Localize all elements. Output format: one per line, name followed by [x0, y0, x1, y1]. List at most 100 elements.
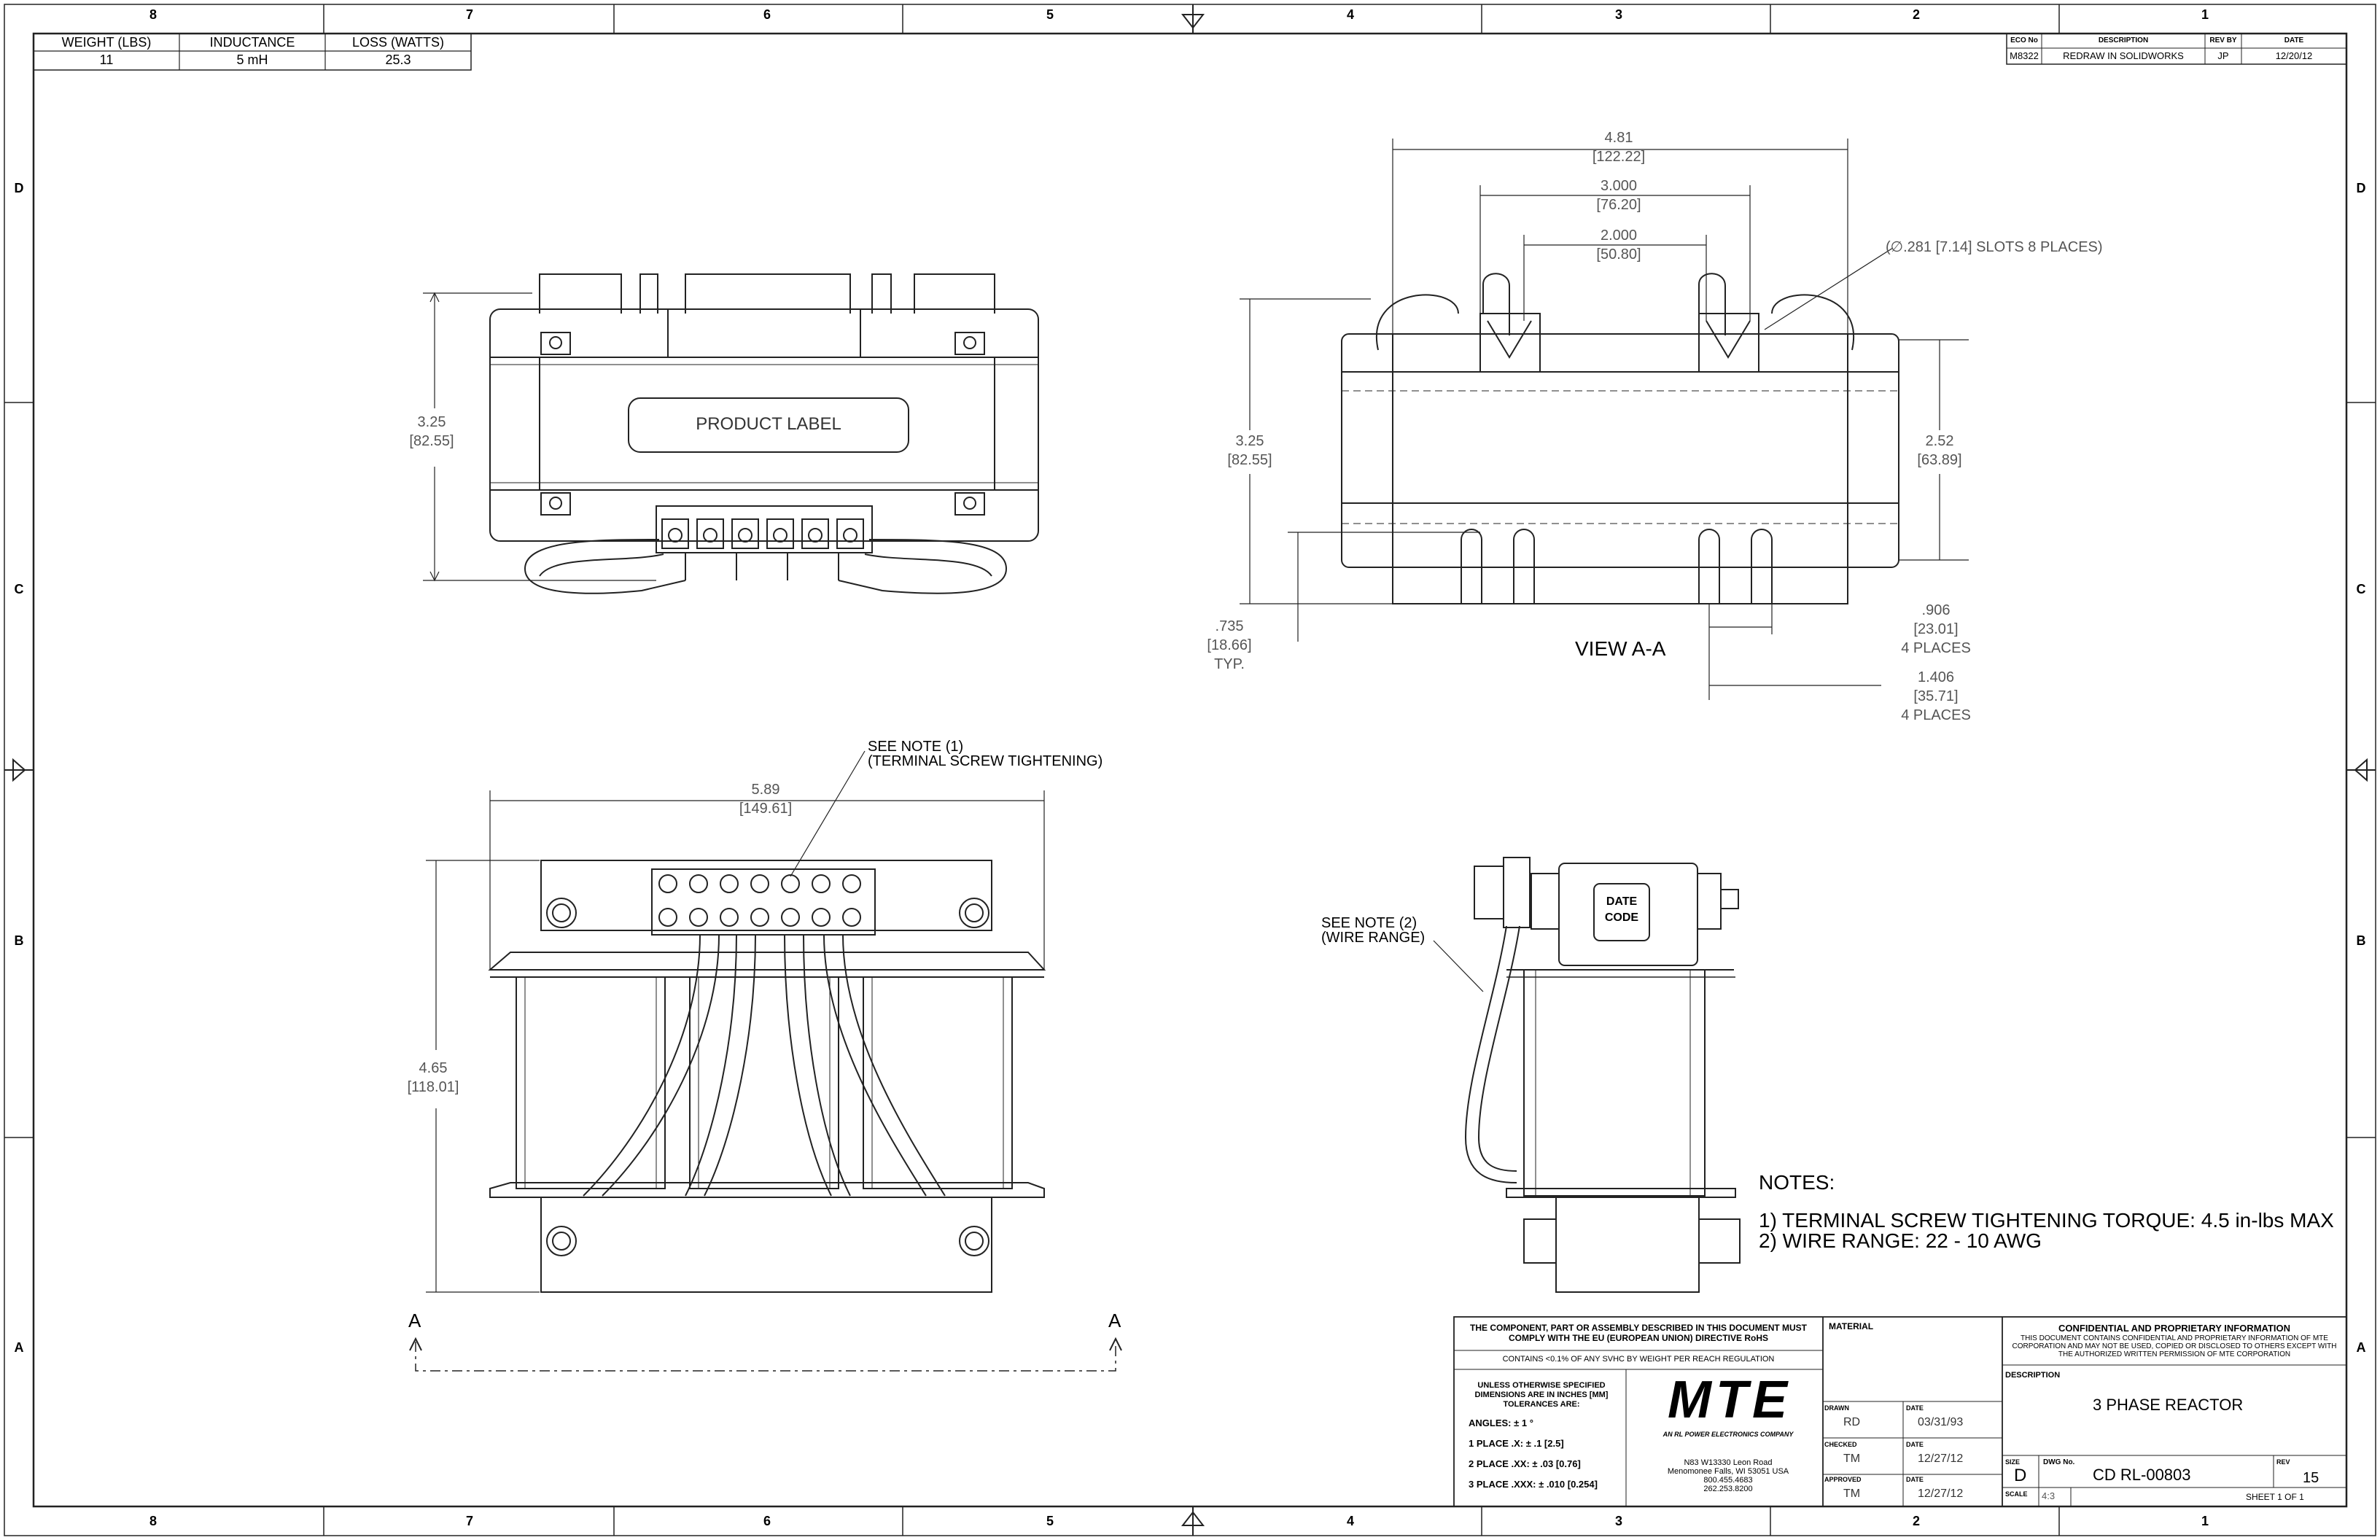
top-width-mm: [149.61] — [739, 801, 793, 817]
checked-date: 12/27/12 — [1918, 1452, 1964, 1465]
spec-value-weight: 11 — [99, 52, 114, 67]
viewaa-1406-in: 1.406 — [1917, 669, 1955, 685]
section-a-right: A — [1108, 1310, 1121, 1331]
viewaa-height-mm: [82.55] — [1227, 452, 1272, 468]
spec-header-inductance: INDUCTANCE — [209, 35, 295, 50]
drawn-date-label: DATE — [1906, 1404, 1924, 1412]
date-code-line1: DATE — [1606, 895, 1638, 908]
dwg-no-label: DWG No. — [2043, 1458, 2075, 1466]
tolerances-heading: UNLESS OTHERWISE SPECIFIED DIMENSIONS AR… — [1474, 1381, 1609, 1409]
viewaa-906-mm: [23.01] — [1913, 621, 1959, 637]
viewaa-3000-dimension: 3.000 [76.20] — [1575, 176, 1662, 214]
drawn-label: DRAWN — [1824, 1404, 1849, 1412]
rev-date: 12/20/12 — [2275, 50, 2313, 61]
zone-row-d-right: D — [2356, 181, 2366, 195]
dwg-no-value: CD RL-00803 — [2093, 1466, 2191, 1484]
viewaa-252-in: 2.52 — [1925, 433, 1954, 449]
viewaa-2000-dimension: 2.000 [50.80] — [1575, 226, 1662, 264]
address-line-2: Menomonee Falls, WI 53051 USA — [1667, 1467, 1789, 1476]
note1-callout: SEE NOTE (1) (TERMINAL SCREW TIGHTENING) — [868, 739, 1102, 769]
compliance-notice: THE COMPONENT, PART OR ASSEMBLY DESCRIBE… — [1469, 1323, 1808, 1343]
zone-row-a-right: A — [2356, 1340, 2366, 1355]
viewaa-overall-dimension: 4.81 [122.22] — [1575, 128, 1662, 166]
viewaa-2000-mm: [50.80] — [1596, 246, 1641, 262]
rev-description: REDRAW IN SOLIDWORKS — [2063, 50, 2184, 61]
date-code-box: DATE CODE — [1594, 894, 1649, 926]
checked-label: CHECKED — [1824, 1441, 1857, 1448]
zone-col-3-bottom: 3 — [1614, 1514, 1622, 1528]
drawn-by: RD — [1843, 1416, 1861, 1428]
viewaa-906-places: 4 PLACES — [1901, 640, 1971, 656]
rev-eco-no: M8322 — [2010, 50, 2039, 61]
rev-header-description: DESCRIPTION — [2098, 36, 2149, 44]
zone-col-2: 2 — [1912, 7, 1920, 22]
front-height-dimension: 3.25 [82.55] — [388, 413, 475, 451]
viewaa-1406-places: 4 PLACES — [1901, 707, 1971, 723]
top-height-mm: [118.01] — [407, 1079, 459, 1095]
zone-row-c-right: C — [2356, 582, 2366, 596]
zone-row-a: A — [14, 1340, 24, 1355]
scale-value: 4:3 — [2042, 1490, 2056, 1501]
zone-col-4: 4 — [1346, 7, 1354, 22]
tolerance-angles: ANGLES: ± 1 ° — [1469, 1418, 1533, 1428]
company-address: N83 W13330 Leon Road Menomonee Falls, WI… — [1633, 1458, 1823, 1493]
zone-col-5: 5 — [1046, 7, 1054, 22]
confidential-title: CONFIDENTIAL AND PROPRIETARY INFORMATION — [2058, 1323, 2291, 1334]
zone-col-5-bottom: 5 — [1046, 1514, 1054, 1528]
note2-callout: SEE NOTE (2) (WIRE RANGE) — [1321, 916, 1425, 945]
note-1: 1) TERMINAL SCREW TIGHTENING TORQUE: 4.5… — [1759, 1209, 2334, 1232]
zone-col-3: 3 — [1614, 7, 1622, 22]
viewaa-906-in: .906 — [1921, 602, 1951, 618]
zone-col-1-bottom: 1 — [2201, 1514, 2209, 1528]
front-height-mm: [82.55] — [409, 433, 454, 449]
zone-col-8: 8 — [149, 7, 157, 22]
viewaa-735-typ: TYP. — [1214, 656, 1245, 672]
zone-col-6-bottom: 6 — [763, 1514, 771, 1528]
approved-date-label: DATE — [1906, 1476, 1924, 1483]
notes-title: NOTES: — [1759, 1171, 1835, 1194]
reach-notice: CONTAINS <0.1% OF ANY SVHC BY WEIGHT PER… — [1502, 1355, 1775, 1364]
scale-label: SCALE — [2005, 1490, 2028, 1498]
zone-col-4-bottom: 4 — [1346, 1514, 1354, 1528]
address-line-1: N83 W13330 Leon Road — [1684, 1458, 1773, 1467]
rev-header-eco: ECO No — [2010, 36, 2038, 44]
zone-col-7: 7 — [465, 7, 473, 22]
approved-label: APPROVED — [1824, 1476, 1862, 1483]
top-width-in: 5.89 — [751, 782, 780, 798]
zone-col-6: 6 — [763, 7, 771, 22]
description-value: 3 PHASE REACTOR — [2093, 1396, 2244, 1414]
zone-row-d: D — [14, 181, 24, 195]
viewaa-735-mm: [18.66] — [1207, 637, 1252, 653]
section-a-left: A — [408, 1310, 421, 1331]
tolerance-2-place: 2 PLACE .XX: ± .03 [0.76] — [1469, 1458, 1581, 1469]
zone-col-7-bottom: 7 — [465, 1514, 473, 1528]
confidential-text: THIS DOCUMENT CONTAINS CONFIDENTIAL AND … — [2012, 1334, 2337, 1358]
zone-row-b: B — [14, 933, 24, 948]
spec-value-inductance: 5 mH — [236, 52, 268, 67]
checked-by: TM — [1843, 1452, 1861, 1465]
material-label: MATERIAL — [1829, 1321, 1874, 1331]
viewaa-735-in: .735 — [1215, 618, 1244, 634]
zone-row-b-right: B — [2356, 933, 2366, 948]
rev-header-revby: REV BY — [2209, 36, 2237, 44]
viewaa-overall-mm: [122.22] — [1592, 149, 1646, 165]
zone-col-2-bottom: 2 — [1912, 1514, 1920, 1528]
viewaa-2000-in: 2.000 — [1600, 228, 1638, 244]
note1-sub: (TERMINAL SCREW TIGHTENING) — [868, 753, 1103, 769]
tolerance-1-place: 1 PLACE .X: ± .1 [2.5] — [1469, 1438, 1564, 1449]
viewaa-1406-dimension: 1.406 [35.71] 4 PLACES — [1889, 668, 1983, 725]
spec-header-loss: LOSS (WATTS) — [352, 35, 444, 50]
sheet-number: SHEET 1 OF 1 — [2246, 1492, 2304, 1502]
note-2: 2) WIRE RANGE: 22 - 10 AWG — [1759, 1229, 2042, 1252]
description-label: DESCRIPTION — [2005, 1371, 2061, 1380]
tolerance-3-place: 3 PLACE .XXX: ± .010 [0.254] — [1469, 1479, 1598, 1490]
size-value: D — [2014, 1466, 2027, 1485]
approved-by: TM — [1843, 1488, 1861, 1500]
approved-date: 12/27/12 — [1918, 1488, 1964, 1500]
viewaa-735-dimension: .735 [18.66] TYP. — [1186, 617, 1273, 674]
viewaa-overall-in: 4.81 — [1604, 130, 1633, 146]
mte-logo-subtitle: AN RL POWER ELECTRONICS COMPANY — [1662, 1431, 1794, 1438]
top-height-dimension: 4.65 [118.01] — [389, 1059, 477, 1097]
checked-date-label: DATE — [1906, 1441, 1924, 1448]
